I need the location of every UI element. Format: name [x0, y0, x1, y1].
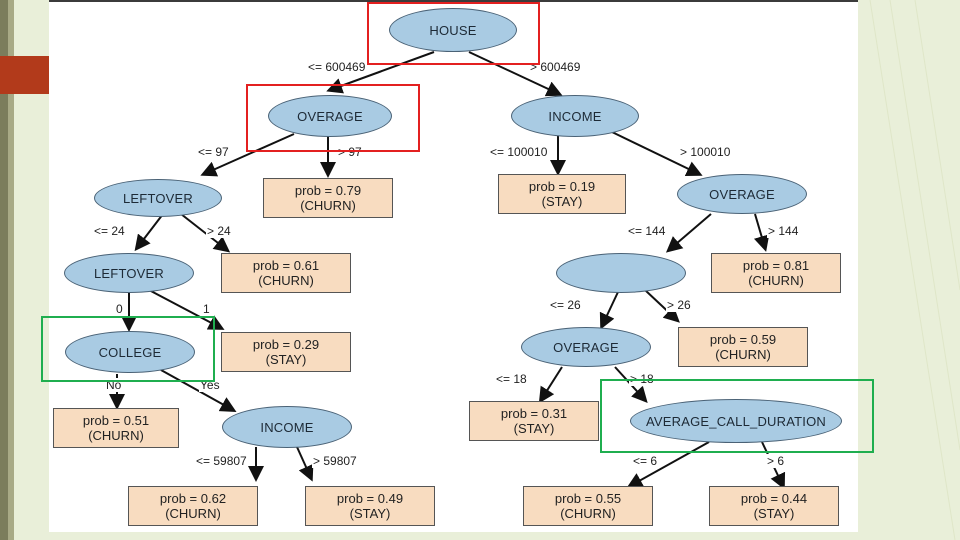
edge-label: > 97: [337, 145, 363, 159]
edge-label: > 18: [629, 372, 655, 386]
edge-label: <= 97: [197, 145, 230, 159]
left-decor-bar-light: [8, 0, 14, 540]
tree-edges: [109, 51, 786, 490]
leaf-prob: prob = 0.59: [709, 332, 777, 347]
node-leftover-right: [556, 253, 686, 293]
leaf-class: (CHURN): [560, 506, 616, 521]
leaf-r2: prob = 0.81 (CHURN): [711, 253, 841, 293]
leaf-prob: prob = 0.62: [159, 491, 227, 506]
leaf-r5: prob = 0.55 (CHURN): [523, 486, 653, 526]
leaf-class: (CHURN): [165, 506, 221, 521]
leaf-prob: prob = 0.29: [252, 337, 320, 352]
edge-label: <= 59807: [195, 454, 248, 468]
edge-label: 1: [202, 302, 211, 316]
node-college: COLLEGE: [65, 331, 195, 373]
edge-label: > 59807: [312, 454, 358, 468]
leaf-prob: prob = 0.44: [740, 491, 808, 506]
leaf-prob: prob = 0.19: [528, 179, 596, 194]
edge-label: > 600469: [529, 60, 582, 74]
edge-label: > 6: [766, 454, 786, 468]
leaf-prob: prob = 0.31: [500, 406, 568, 421]
leaf-prob: prob = 0.55: [554, 491, 622, 506]
leaf-class: (CHURN): [300, 198, 356, 213]
edge-label: > 26: [666, 298, 692, 312]
accent-block: [0, 56, 50, 94]
node-average-call-duration: AVERAGE_CALL_DURATION: [630, 399, 842, 443]
leaf-class: (CHURN): [88, 428, 144, 443]
leaf-r6: prob = 0.44 (STAY): [709, 486, 839, 526]
node-overage-right: OVERAGE: [677, 174, 807, 214]
leaf-class: (CHURN): [715, 347, 771, 362]
leaf-l1: prob = 0.79 (CHURN): [263, 178, 393, 218]
node-overage-right-2: OVERAGE: [521, 327, 651, 367]
leaf-class: (STAY): [513, 421, 555, 436]
edge-label: <= 100010: [489, 145, 549, 159]
leaf-l2: prob = 0.61 (CHURN): [221, 253, 351, 293]
leaf-class: (STAY): [265, 352, 307, 367]
edge-label: <= 26: [549, 298, 582, 312]
edge-label: <= 144: [627, 224, 667, 238]
leaf-r3: prob = 0.59 (CHURN): [678, 327, 808, 367]
leaf-r1: prob = 0.19 (STAY): [498, 174, 626, 214]
leaf-prob: prob = 0.81: [742, 258, 810, 273]
leaf-prob: prob = 0.79: [294, 183, 362, 198]
leaf-l6: prob = 0.49 (STAY): [305, 486, 435, 526]
edge-label: > 144: [767, 224, 800, 238]
leaf-class: (STAY): [541, 194, 583, 209]
edge-label: No: [105, 378, 123, 392]
leaf-prob: prob = 0.51: [82, 413, 150, 428]
edge-label: <= 18: [495, 372, 528, 386]
leaf-class: (STAY): [349, 506, 391, 521]
edge-label: Yes: [199, 378, 221, 392]
leaf-r4: prob = 0.31 (STAY): [469, 401, 599, 441]
leaf-prob: prob = 0.61: [252, 258, 320, 273]
node-leftover-1: LEFTOVER: [94, 179, 222, 217]
node-overage-left: OVERAGE: [268, 95, 392, 137]
leaf-l5: prob = 0.62 (CHURN): [128, 486, 258, 526]
edge-label: <= 600469: [307, 60, 367, 74]
right-decor-lines: [869, 0, 960, 540]
leaf-class: (CHURN): [258, 273, 314, 288]
edge-label: > 24: [206, 224, 232, 238]
decision-tree-panel: HOUSE OVERAGE INCOME LEFTOVER OVERAGE LE…: [41, 0, 874, 532]
node-income-right: INCOME: [511, 95, 639, 137]
leaf-prob: prob = 0.49: [336, 491, 404, 506]
node-house: HOUSE: [389, 8, 517, 52]
node-leftover-2: LEFTOVER: [64, 253, 194, 293]
edge-label: <= 24: [93, 224, 126, 238]
edge-label: > 100010: [679, 145, 732, 159]
leaf-class: (STAY): [753, 506, 795, 521]
leaf-l3: prob = 0.29 (STAY): [221, 332, 351, 372]
node-income-left: INCOME: [222, 406, 352, 448]
left-decor-bar: [0, 0, 8, 540]
leaf-l4: prob = 0.51 (CHURN): [53, 408, 179, 448]
edge-label: 0: [115, 302, 124, 316]
leaf-class: (CHURN): [748, 273, 804, 288]
edge-label: <= 6: [632, 454, 659, 468]
